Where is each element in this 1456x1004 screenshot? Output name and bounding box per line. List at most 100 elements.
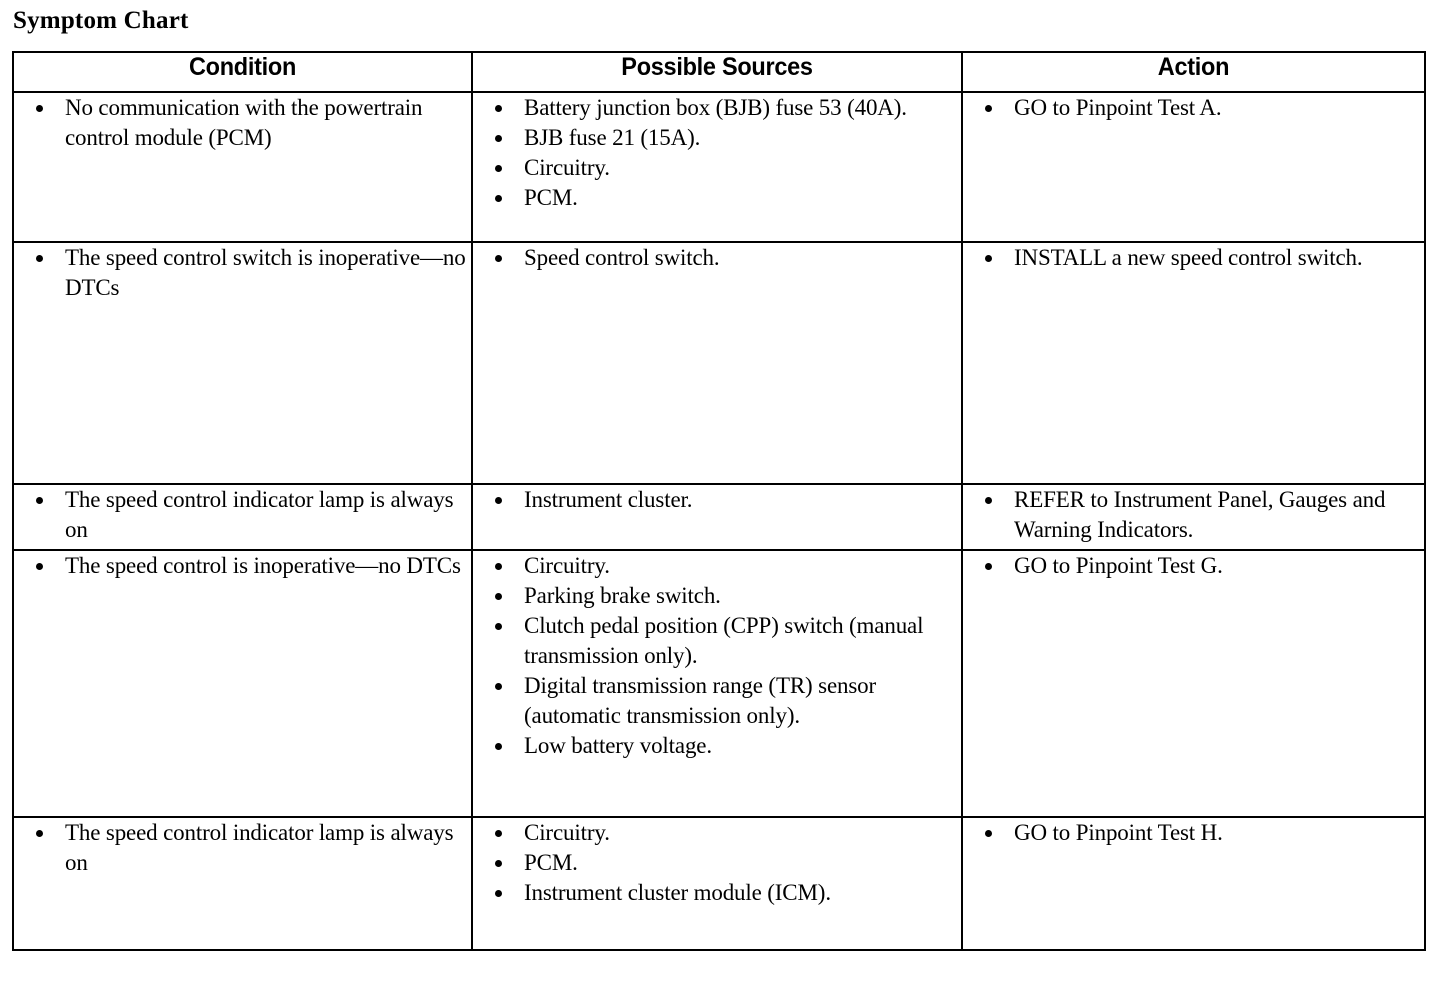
bullet-icon [36,105,43,112]
list-item-label: Digital transmission range (TR) sensor (… [524,673,877,728]
cell-condition: The speed control is inoperative—no DTCs [12,549,473,818]
bullet-icon [495,860,502,867]
cell-possible-sources: Speed control switch. [471,241,963,485]
list-item-label: Parking brake switch. [524,583,721,608]
bullet-icon [495,195,502,202]
cell-possible-sources: Circuitry. PCM. Instrument cluster modul… [471,816,963,951]
bullet-icon [36,255,43,262]
action-bullet-list: INSTALL a new speed control switch. [963,243,1424,273]
sources-bullet-list: Circuitry. Parking brake switch. Clutch … [473,551,961,761]
bullet-icon [985,255,992,262]
list-item-label: REFER to Instrument Panel, Gauges and Wa… [1014,487,1386,542]
column-header-action: Action [961,51,1426,93]
sources-bullet-list: Circuitry. PCM. Instrument cluster modul… [473,818,961,908]
bullet-icon [495,105,502,112]
bullet-icon [495,165,502,172]
list-item: Circuitry. [473,153,961,183]
cell-action: GO to Pinpoint Test G. [961,549,1426,818]
sources-bullet-list: Battery junction box (BJB) fuse 53 (40A)… [473,93,961,213]
list-item: The speed control indicator lamp is alwa… [14,485,471,545]
list-item: The speed control indicator lamp is alwa… [14,818,471,878]
action-bullet-list: GO to Pinpoint Test G. [963,551,1424,581]
list-item: GO to Pinpoint Test A. [963,93,1424,123]
list-item-label: Circuitry. [524,155,610,180]
list-item: The speed control is inoperative—no DTCs [14,551,471,581]
list-item-label: Low battery voltage. [524,733,712,758]
bullet-icon [495,623,502,630]
cell-condition: The speed control indicator lamp is alwa… [12,483,473,551]
column-header-possible-sources: Possible Sources [471,51,963,93]
list-item: INSTALL a new speed control switch. [963,243,1424,273]
list-item: The speed control switch is inoperative—… [14,243,471,303]
bullet-icon [495,135,502,142]
table-row: The speed control indicator lamp is alwa… [12,816,1426,951]
sources-bullet-list: Speed control switch. [473,243,961,273]
list-item: Speed control switch. [473,243,961,273]
cell-possible-sources: Circuitry. Parking brake switch. Clutch … [471,549,963,818]
bullet-icon [495,593,502,600]
condition-bullet-list: The speed control is inoperative—no DTCs [14,551,471,581]
list-item-label: INSTALL a new speed control switch. [1014,245,1363,270]
list-item: PCM. [473,183,961,213]
list-item: Low battery voltage. [473,731,961,761]
cell-condition: The speed control indicator lamp is alwa… [12,816,473,951]
list-item: BJB fuse 21 (15A). [473,123,961,153]
list-item-label: Instrument cluster module (ICM). [524,880,831,905]
bullet-icon [495,830,502,837]
list-item: PCM. [473,848,961,878]
table-row: The speed control is inoperative—no DTCs… [12,549,1426,818]
cell-condition: No communication with the powertrain con… [12,91,473,243]
bullet-icon [495,890,502,897]
list-item-label: BJB fuse 21 (15A). [524,125,701,150]
action-bullet-list: GO to Pinpoint Test H. [963,818,1424,848]
action-bullet-list: GO to Pinpoint Test A. [963,93,1424,123]
column-header-action-label: Action [1157,53,1230,81]
bullet-icon [985,105,992,112]
bullet-icon [495,683,502,690]
bullet-icon [495,255,502,262]
column-header-possible-sources-label: Possible Sources [621,53,813,81]
list-item: No communication with the powertrain con… [14,93,471,153]
list-item-label: GO to Pinpoint Test H. [1014,820,1223,845]
list-item-label: Circuitry. [524,553,610,578]
list-item-label: No communication with the powertrain con… [65,95,423,150]
list-item: REFER to Instrument Panel, Gauges and Wa… [963,485,1424,545]
list-item-label: GO to Pinpoint Test A. [1014,95,1222,120]
list-item: Parking brake switch. [473,581,961,611]
list-item: Instrument cluster. [473,485,961,515]
list-item-label: The speed control switch is inoperative—… [65,245,466,300]
list-item-label: Instrument cluster. [524,487,693,512]
condition-bullet-list: The speed control indicator lamp is alwa… [14,485,471,545]
cell-action: GO to Pinpoint Test A. [961,91,1426,243]
list-item: GO to Pinpoint Test H. [963,818,1424,848]
list-item-label: PCM. [524,850,578,875]
bullet-icon [36,563,43,570]
cell-possible-sources: Battery junction box (BJB) fuse 53 (40A)… [471,91,963,243]
table-header-row: Condition Possible Sources Action [12,51,1426,93]
cell-possible-sources: Instrument cluster. [471,483,963,551]
list-item: Battery junction box (BJB) fuse 53 (40A)… [473,93,961,123]
list-item: Clutch pedal position (CPP) switch (manu… [473,611,961,671]
bullet-icon [495,497,502,504]
list-item: Instrument cluster module (ICM). [473,878,961,908]
list-item-label: The speed control indicator lamp is alwa… [65,487,454,542]
table-row: The speed control indicator lamp is alwa… [12,483,1426,551]
cell-action: REFER to Instrument Panel, Gauges and Wa… [961,483,1426,551]
list-item-label: Battery junction box (BJB) fuse 53 (40A)… [524,95,907,120]
bullet-icon [36,830,43,837]
condition-bullet-list: The speed control indicator lamp is alwa… [14,818,471,878]
action-bullet-list: REFER to Instrument Panel, Gauges and Wa… [963,485,1424,545]
bullet-icon [985,830,992,837]
condition-bullet-list: No communication with the powertrain con… [14,93,471,153]
list-item-label: The speed control is inoperative—no DTCs [65,553,461,578]
bullet-icon [495,743,502,750]
table-row: No communication with the powertrain con… [12,91,1426,243]
list-item-label: Clutch pedal position (CPP) switch (manu… [524,613,924,668]
list-item: Digital transmission range (TR) sensor (… [473,671,961,731]
list-item-label: Circuitry. [524,820,610,845]
bullet-icon [36,497,43,504]
cell-condition: The speed control switch is inoperative—… [12,241,473,485]
sources-bullet-list: Instrument cluster. [473,485,961,515]
table-body: No communication with the powertrain con… [12,91,1426,951]
